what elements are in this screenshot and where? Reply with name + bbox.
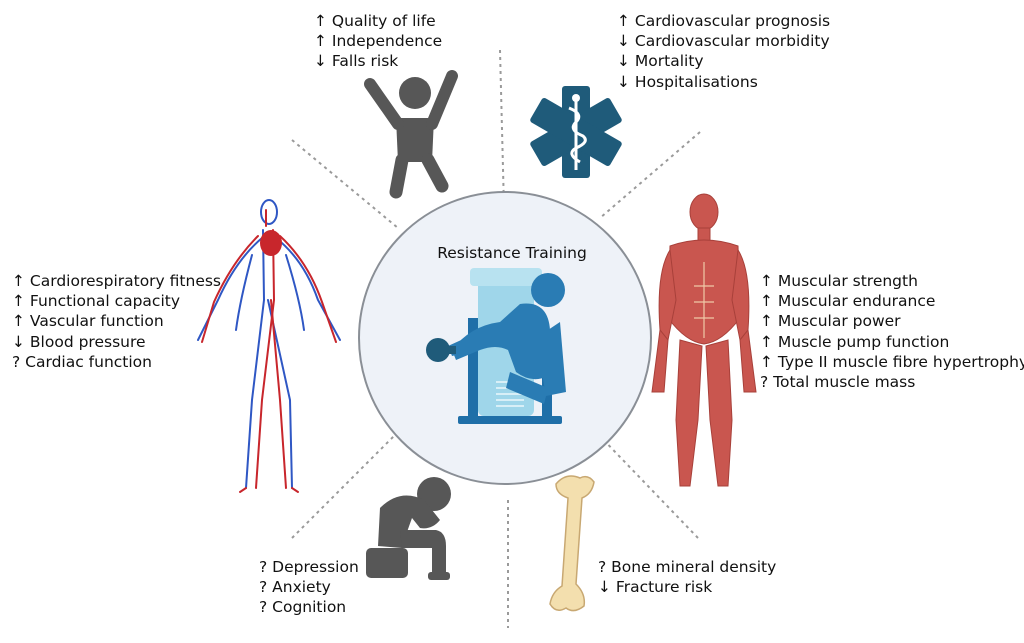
divider-top xyxy=(499,49,505,209)
block-left-line-5: ? Cardiac function xyxy=(12,352,152,371)
block-right-line-5: ↑ Type II muscle fibre hypertrophy xyxy=(760,352,1024,371)
circulatory-system-icon xyxy=(197,199,341,493)
block-top-right-line-2: ↓ Cardiovascular morbidity xyxy=(617,32,830,51)
depressed-person-icon xyxy=(366,477,451,580)
block-left-line-4: ↓ Blood pressure xyxy=(12,332,146,351)
block-top-right-line-4: ↓ Hospitalisations xyxy=(617,72,758,91)
block-left-line-2: ↑ Functional capacity xyxy=(12,292,181,311)
star-of-life-icon xyxy=(530,86,622,178)
divider-top-left xyxy=(291,139,399,229)
block-bottom-left-line-1: ? Depression xyxy=(259,558,359,576)
block-top: ↑ Quality of life ↑ Independence ↓ Falls… xyxy=(314,11,442,72)
center-title: Resistance Training xyxy=(437,244,587,262)
bone-icon xyxy=(549,475,595,612)
block-bottom-left-line-3: ? Cognition xyxy=(259,598,347,617)
muscle-anatomy-icon xyxy=(651,193,757,487)
block-top-right: ↑ Cardiovascular prognosis ↓ Cardiovascu… xyxy=(617,11,830,92)
block-left-line-3: ↑ Vascular function xyxy=(12,312,164,331)
block-right-line-1: ↑ Muscular strength xyxy=(760,272,918,290)
block-top-line-2: ↑ Independence xyxy=(314,32,443,51)
block-top-line-1: ↑ Quality of life xyxy=(314,12,436,30)
divider-bottom-left xyxy=(291,429,401,539)
block-right-line-2: ↑ Muscular endurance xyxy=(760,292,936,311)
divider-lines xyxy=(291,49,701,628)
block-bottom-right-line-2: ↓ Fracture risk xyxy=(598,578,713,597)
happy-person-icon xyxy=(364,70,458,199)
divider-top-right xyxy=(599,131,701,219)
block-right-line-6: ? Total muscle mass xyxy=(760,373,916,392)
block-bottom-right: ? Bone mineral density ↓ Fracture risk xyxy=(598,557,776,597)
block-right-line-3: ↑ Muscular power xyxy=(760,312,901,331)
block-right: ↑ Muscular strength ↑ Muscular endurance… xyxy=(760,271,1024,392)
block-top-right-line-1: ↑ Cardiovascular prognosis xyxy=(617,12,831,30)
leg-press-machine-icon xyxy=(426,268,566,424)
block-top-line-3: ↓ Falls risk xyxy=(314,52,399,71)
block-left-line-1: ↑ Cardiorespiratory fitness xyxy=(12,272,222,290)
block-bottom-right-line-1: ? Bone mineral density xyxy=(598,558,777,576)
block-right-line-4: ↑ Muscle pump function xyxy=(760,332,950,351)
block-bottom-left-line-2: ? Anxiety xyxy=(259,578,331,597)
block-bottom-left: ? Depression ? Anxiety ? Cognition xyxy=(259,557,359,618)
block-left: ↑ Cardiorespiratory fitness ↑ Functional… xyxy=(12,271,221,372)
block-top-right-line-3: ↓ Mortality xyxy=(617,52,704,71)
